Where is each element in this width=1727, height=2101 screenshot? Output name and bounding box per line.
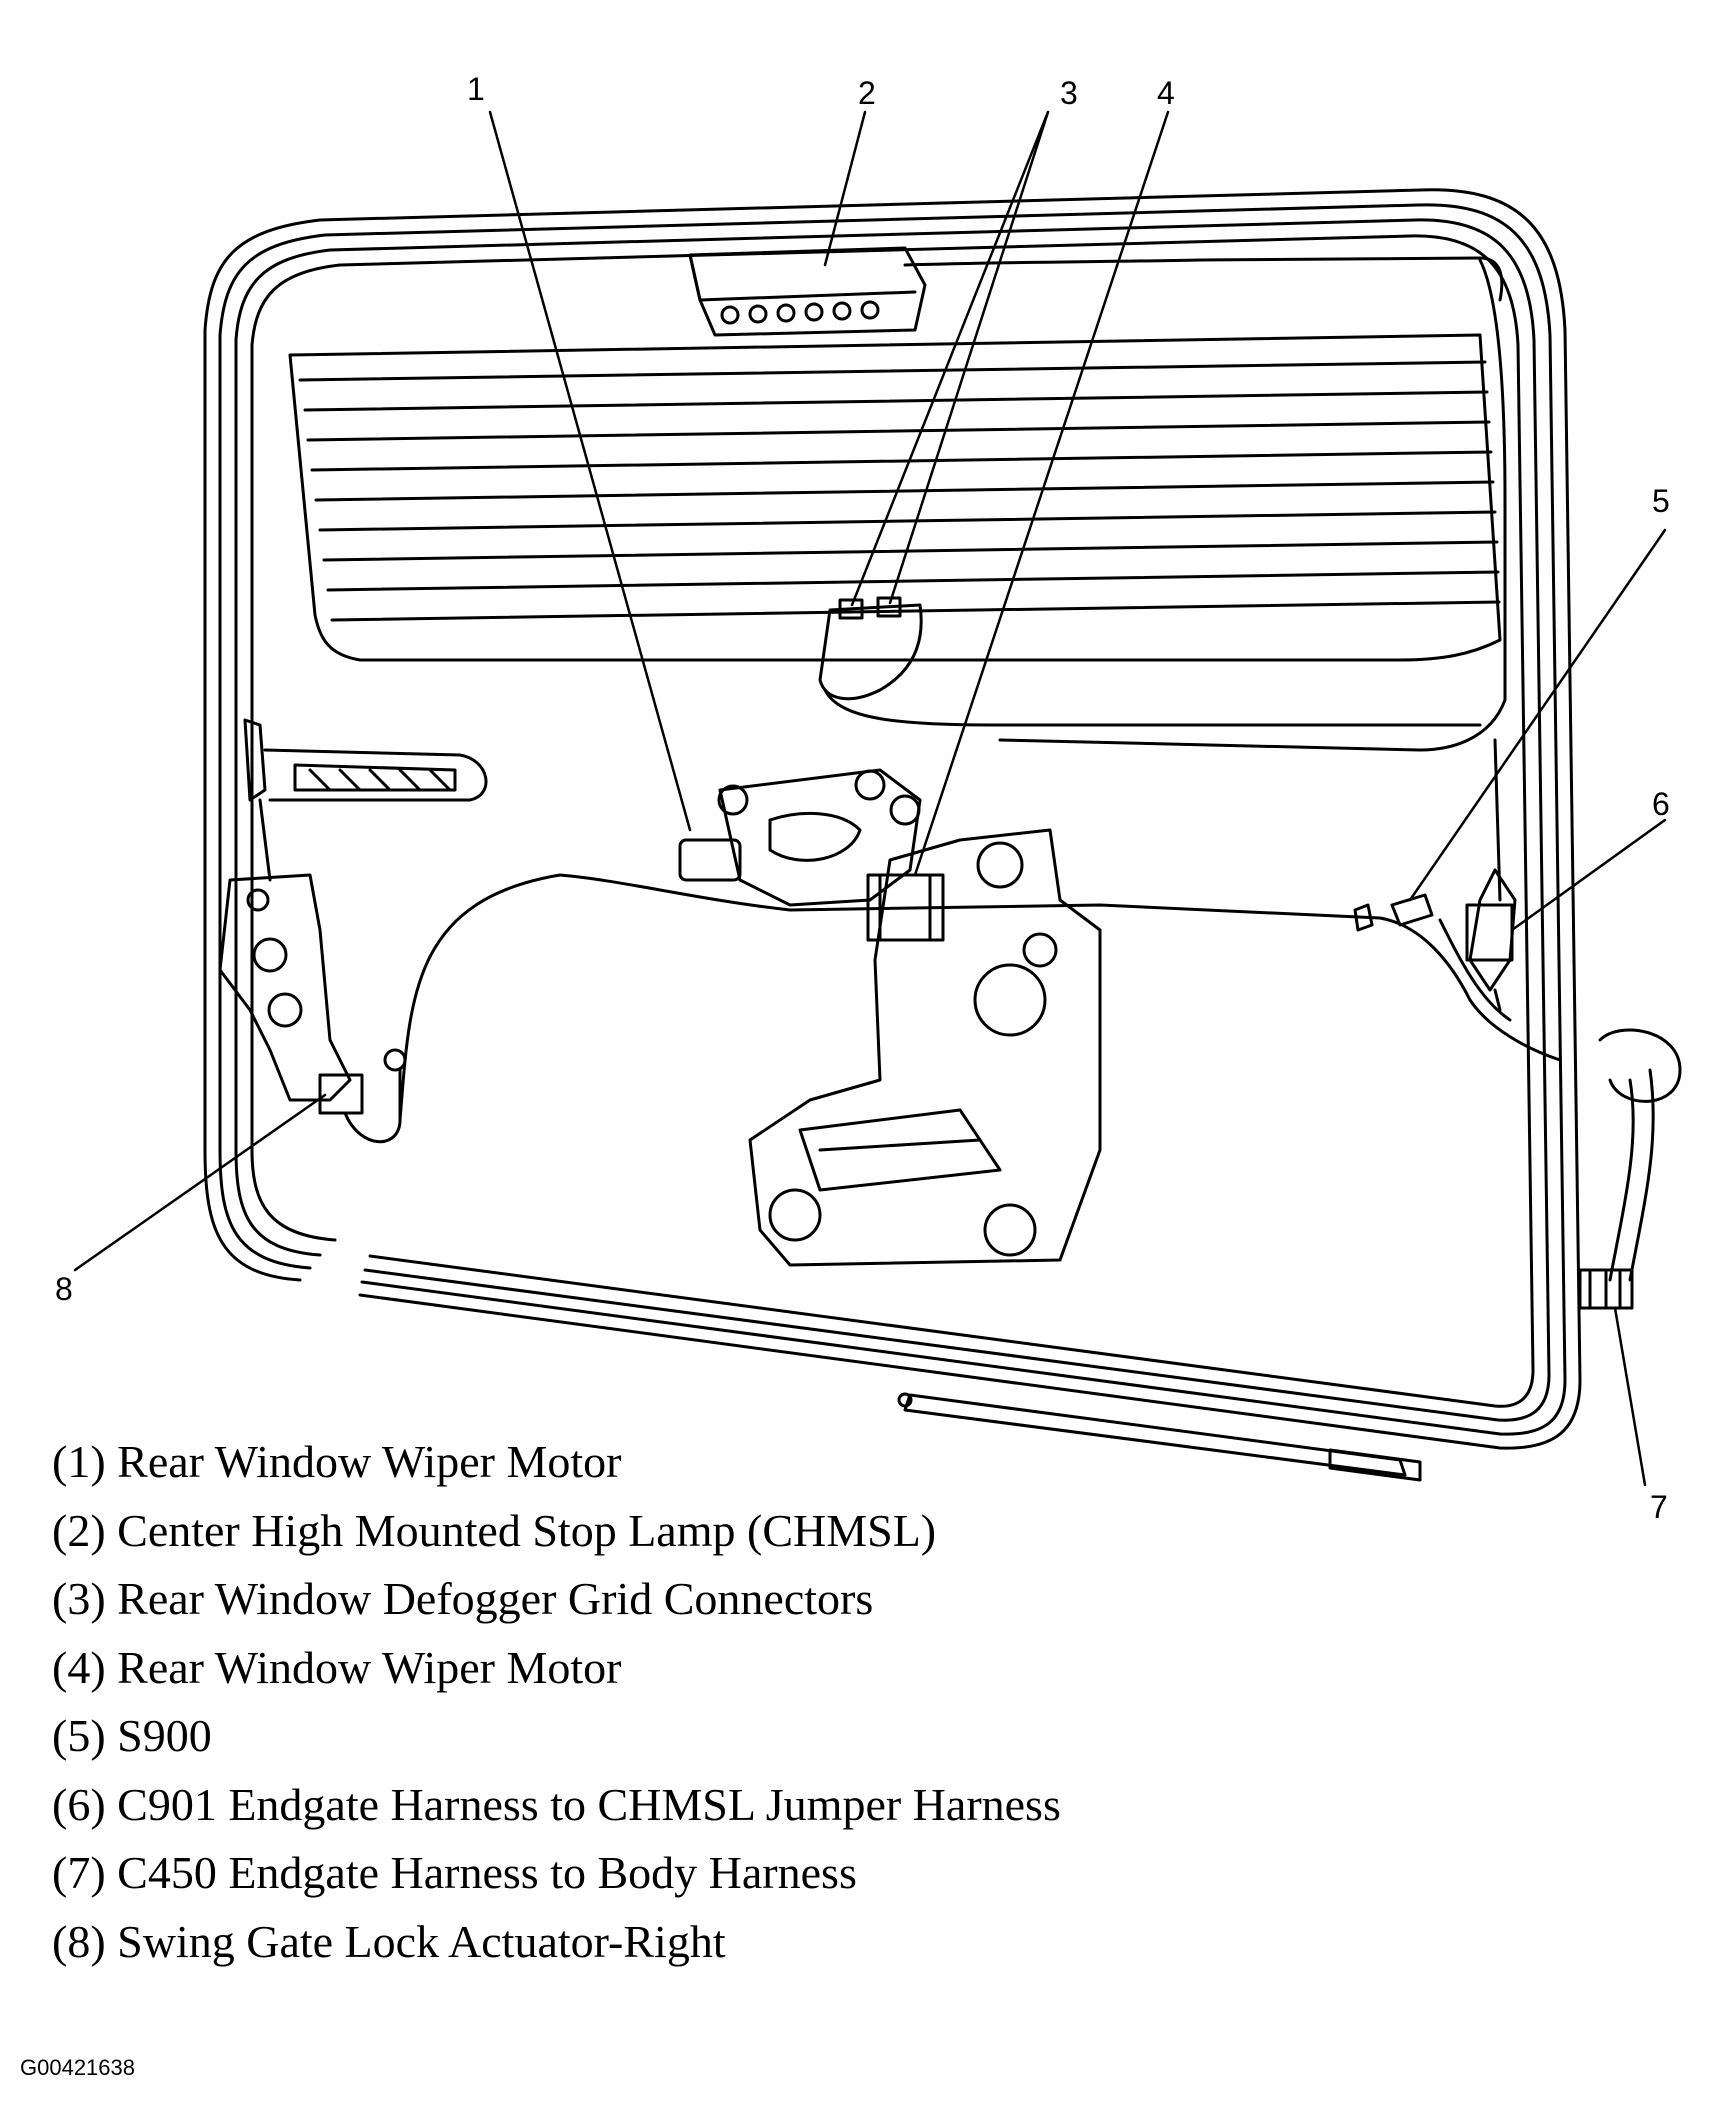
callout-6: 6 [1652,786,1670,822]
callout-numbers: 1 2 3 4 5 6 7 8 [55,71,1670,1520]
endgate-diagram: 1 2 3 4 5 6 7 8 [55,71,1682,1520]
chmsl-lamp [688,246,1504,337]
defogger-connector [818,596,1482,727]
endgate-frame [203,188,1582,1450]
legend-item-7: (7) C450 Endgate Harness to Body Harness [52,1847,857,1898]
leader-lines [73,110,1667,1487]
legend-item-3: (3) Rear Window Defogger Grid Connectors [52,1573,874,1624]
callout-1: 1 [467,71,485,107]
callout-2: 2 [858,75,876,111]
figure-id: G00421638 [20,2055,135,2080]
legend-list: (1) Rear Window Wiper Motor (2) Center H… [52,1428,1061,1976]
legend-item-6: (6) C901 Endgate Harness to CHMSL Jumper… [52,1778,1061,1830]
callout-5: 5 [1652,483,1670,519]
lock-actuator [218,798,407,1144]
support-strut [897,1392,1422,1482]
c450-connector [1578,1268,1634,1310]
c901-connector [1465,868,1517,1012]
callout-8: 8 [55,1271,73,1307]
rear-window-glass [288,333,1502,662]
s900-splice [1353,893,1434,932]
legend-item-8: (8) Swing Gate Lock Actuator-Right [52,1915,726,1967]
legend-item-4: (4) Rear Window Wiper Motor [52,1641,622,1693]
endgate-handle [243,718,488,802]
legend-item-2: (2) Center High Mounted Stop Lamp (CHMSL… [52,1504,937,1556]
callout-4: 4 [1157,75,1175,111]
legend-item-1: (1) Rear Window Wiper Motor [52,1436,622,1487]
callout-7: 7 [1650,1489,1668,1520]
wiring-harness [398,258,1682,1282]
callout-3: 3 [1060,75,1078,111]
legend-item-5: (5) S900 [52,1710,212,1761]
wiper-motor-assembly [678,768,1102,1267]
